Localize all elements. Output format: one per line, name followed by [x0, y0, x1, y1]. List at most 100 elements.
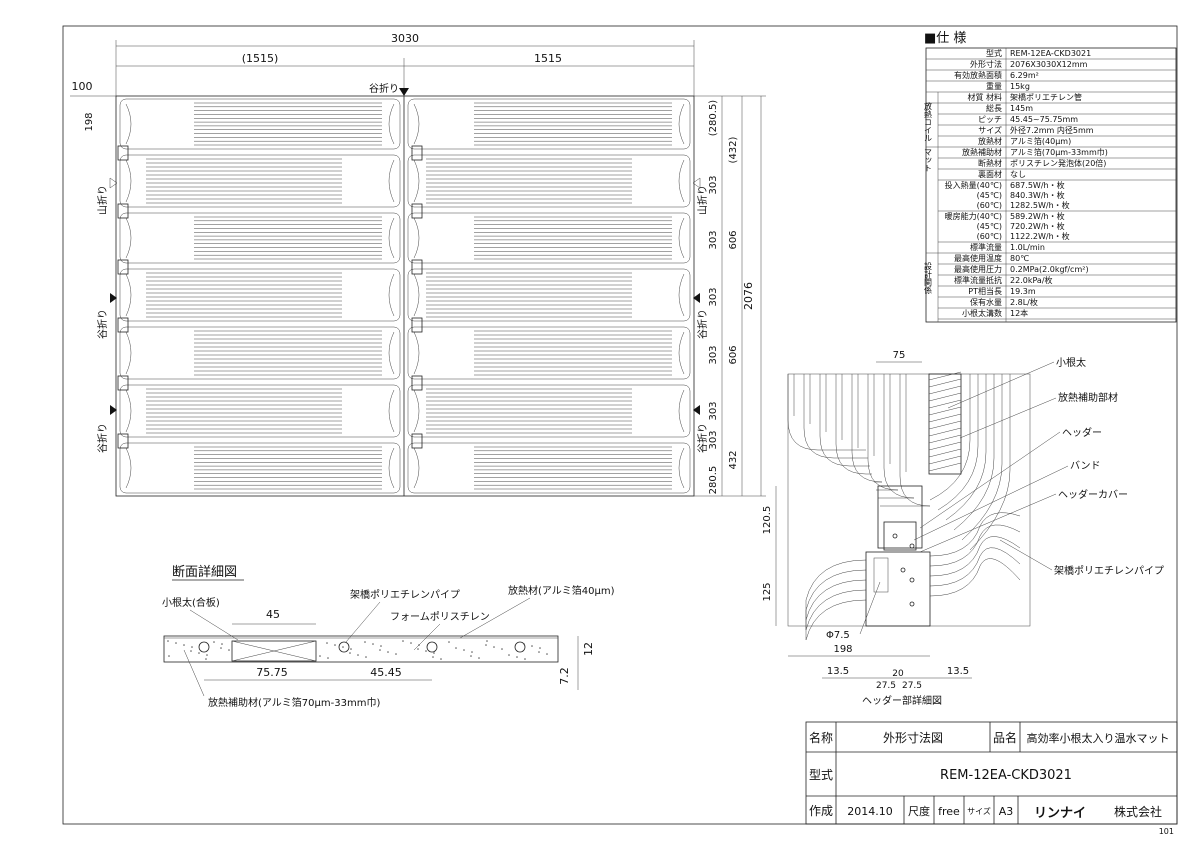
spec-value: 22.0kPa/枚 [1010, 275, 1053, 285]
joist-block [231, 640, 317, 662]
spec-label: 裏面材 [978, 169, 1002, 179]
coil-panel [407, 259, 691, 322]
hd-dim-20: 20 [892, 669, 904, 679]
tb-name-label: 名称 [809, 730, 833, 745]
hd-dim-1205: 120.5 [762, 506, 773, 535]
mountain-marker-left [109, 177, 118, 189]
section-body [163, 635, 559, 663]
spec-value: 15kg [1010, 82, 1030, 91]
right-fold-valley-1: 谷折り [696, 309, 709, 339]
spec-value: 12本 [1010, 308, 1028, 318]
spec-value: 45.45~75.75mm [1010, 115, 1078, 124]
spec-group-label: 設計関係 [924, 261, 933, 295]
mat-outline [115, 95, 695, 497]
spec-row: 断熱材ポリスチレン発泡体(20倍) [938, 158, 1176, 170]
pipe-3 [426, 641, 438, 653]
header-band [883, 521, 917, 551]
dim-r8: 303 [708, 401, 719, 420]
pipe-4 [514, 641, 526, 653]
pipe-1 [198, 641, 210, 653]
valley-marker-left-2 [110, 405, 117, 415]
spec-label: 総長 [986, 103, 1002, 113]
spec-label: 保有水量 [970, 297, 1002, 307]
coil-panel [117, 375, 401, 438]
valley-marker-right-2 [693, 405, 700, 415]
spec-label: 放熱補助材 [962, 147, 1002, 157]
spec-value: 687.5W/h・枚 [1010, 180, 1065, 190]
spec-value: なし [1010, 170, 1026, 179]
hd-label-cover: ヘッダーカバー [1058, 488, 1128, 501]
section-dim-45: 45 [266, 608, 280, 621]
hd-label-pipe: 架橋ポリエチレンパイプ [1054, 564, 1164, 577]
hd-dim-75: 75 [893, 350, 906, 361]
fold-labels: 山折り 谷折り 谷折り 山折り 谷折り 谷折り [96, 177, 709, 453]
dim-r11: 280.5 [708, 466, 719, 495]
left-fold-valley-2: 谷折り [96, 423, 109, 453]
hd-label-aux: 放熱補助部材 [1058, 391, 1118, 404]
spec-label: 材質 材料 [967, 92, 1002, 102]
header-pipes [787, 373, 1031, 641]
spec-label: 重量 [986, 81, 1002, 91]
tb-model-value: REM-12EA-CKD3021 [940, 768, 1072, 783]
sheet-number: 101 [1159, 827, 1174, 836]
header-connector [117, 375, 129, 391]
spec-row: 放熱材アルミ箔(40μm) [926, 136, 1176, 148]
spec-row: サイズ外径7.2mm 内径5mm [938, 125, 1176, 137]
spec-group-label: マット [924, 148, 933, 172]
coil-panel [119, 98, 401, 150]
tb-made-label: 作成 [809, 804, 833, 818]
right-dimensions: 2076 (280.5) (432) 303 303 606 303 303 6… [694, 95, 766, 497]
fold-marker-top [399, 88, 409, 96]
header-connector [117, 317, 129, 333]
dim-height-total: 2076 [742, 282, 755, 310]
top-dimensions: 3030 (1515) 1515 100 198 谷折り [70, 32, 695, 132]
spec-label: 有効放熱面積 [954, 70, 1002, 80]
section-foam-label: フォームポリスチレン [390, 611, 490, 623]
spec-value: 19.3m [1010, 287, 1036, 296]
tb-size-label: サイズ [967, 806, 991, 816]
spec-value: 2.8L/枚 [1010, 297, 1038, 307]
coil-panel [407, 375, 691, 438]
dim-r0: (280.5) [708, 100, 719, 137]
hd-label-header: ヘッダー [1062, 426, 1102, 439]
header-detail: 75 小根太 放熱補助部材 ヘッダー バンド ヘッダーカバー 架橋ポリエチレンパ… [762, 350, 1164, 707]
header-connector [411, 317, 423, 333]
mountain-marker-right [692, 177, 701, 189]
coil-panel [117, 259, 401, 322]
spec-row: 裏面材なし [938, 169, 1176, 181]
spec-value: 589.2W/h・枚 [1010, 211, 1065, 221]
tb-product-value: 高効率小根太入り温水マット [1027, 731, 1170, 745]
spec-title: ■仕 様 [924, 31, 966, 46]
pipe-2 [338, 641, 350, 653]
section-dim-7575: 75.75 [256, 666, 288, 679]
right-fold-mountain: 山折り [696, 185, 709, 215]
dim-half-right: 1515 [534, 52, 562, 65]
hd-dim-275b: 27.5 [902, 681, 922, 691]
spec-label: 小根太溝数 [962, 308, 1002, 318]
mat-plan-view [115, 95, 695, 497]
coil-panel [407, 433, 691, 494]
spec-label: (45℃) [977, 222, 1002, 231]
tb-made-value: 2014.10 [847, 805, 893, 818]
spec-row: 保有水量 2.8L/枚 [938, 297, 1176, 309]
coil-panel [117, 433, 401, 494]
hd-label-joist: 小根太 [1056, 356, 1086, 369]
joist-hatch-lines [928, 371, 962, 472]
spec-row: 放熱補助材アルミ箔(70μm-33mm巾) [938, 147, 1176, 159]
section-joist-label: 小根太(合板) [162, 596, 220, 609]
spec-value: 架橋ポリエチレン管 [1010, 92, 1082, 102]
tb-model-label: 型式 [809, 768, 833, 782]
section-dim-72: 7.2 [558, 667, 571, 685]
coil-panel [117, 203, 401, 264]
spec-value: REM-12EA-CKD3021 [1010, 49, 1091, 58]
spec-value: 840.3W/h・枚 [1010, 190, 1065, 200]
spec-row: 投入熱量(40℃)(45℃)(60℃)687.5W/h・枚840.3W/h・枚1… [938, 180, 1176, 212]
